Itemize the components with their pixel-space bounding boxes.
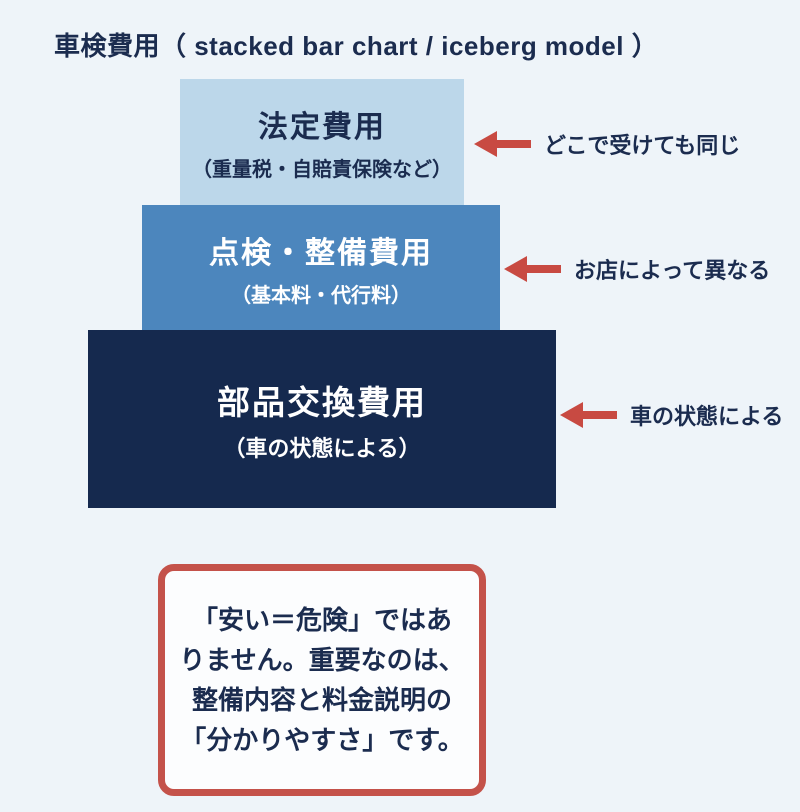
- annotation-inspection-fees: お店によって異なる: [504, 253, 770, 285]
- left-arrow-shaft: [495, 140, 531, 148]
- left-arrow-head: [560, 402, 583, 428]
- bar-parts-replacement-fees: 部品交換費用 （車の状態による）: [88, 330, 556, 508]
- bar-inspection-fees-sublabel: （基本料・代行料）: [231, 284, 411, 307]
- left-arrow-shaft: [525, 265, 561, 273]
- left-arrow-icon: [504, 256, 561, 282]
- bar-inspection-fees-label: 点検・整備費用: [209, 236, 433, 270]
- annotation-inspection-fees-label: お店によって異なる: [574, 258, 771, 283]
- annotation-legal-fees-label: どこで受けても同じ: [544, 133, 741, 158]
- note-line: りません。重要なのは、: [179, 645, 465, 675]
- left-arrow-icon: [560, 402, 617, 428]
- annotation-legal-fees: どこで受けても同じ: [474, 128, 740, 160]
- note-line: 「分かりやすさ」です。: [180, 725, 464, 755]
- note-line: 「安い＝危険」ではあ: [191, 605, 452, 635]
- bar-legal-fees-sublabel: （重量税・自賠責保険など）: [192, 159, 452, 181]
- bar-inspection-fees: 点検・整備費用 （基本料・代行料）: [142, 205, 500, 330]
- annotation-parts-fees: 車の状態による: [560, 399, 783, 431]
- bar-parts-replacement-fees-sublabel: （車の状態による）: [223, 435, 421, 461]
- note-callout-box: 「安い＝危険」ではあ りません。重要なのは、 整備内容と料金説明の 「分かりやす…: [158, 564, 486, 796]
- left-arrow-head: [474, 131, 497, 157]
- left-arrow-shaft: [581, 411, 617, 419]
- bar-parts-replacement-fees-label: 部品交換費用: [217, 383, 427, 421]
- bar-legal-fees-label: 法定費用: [258, 111, 386, 144]
- bar-legal-fees: 法定費用 （重量税・自賠責保険など）: [180, 79, 464, 205]
- left-arrow-icon: [474, 131, 531, 157]
- left-arrow-head: [504, 256, 527, 282]
- note-line: 整備内容と料金説明の: [191, 685, 452, 715]
- page-title: 車検費用（ stacked bar chart / iceberg model …: [54, 31, 659, 61]
- annotation-parts-fees-label: 車の状態による: [630, 404, 784, 429]
